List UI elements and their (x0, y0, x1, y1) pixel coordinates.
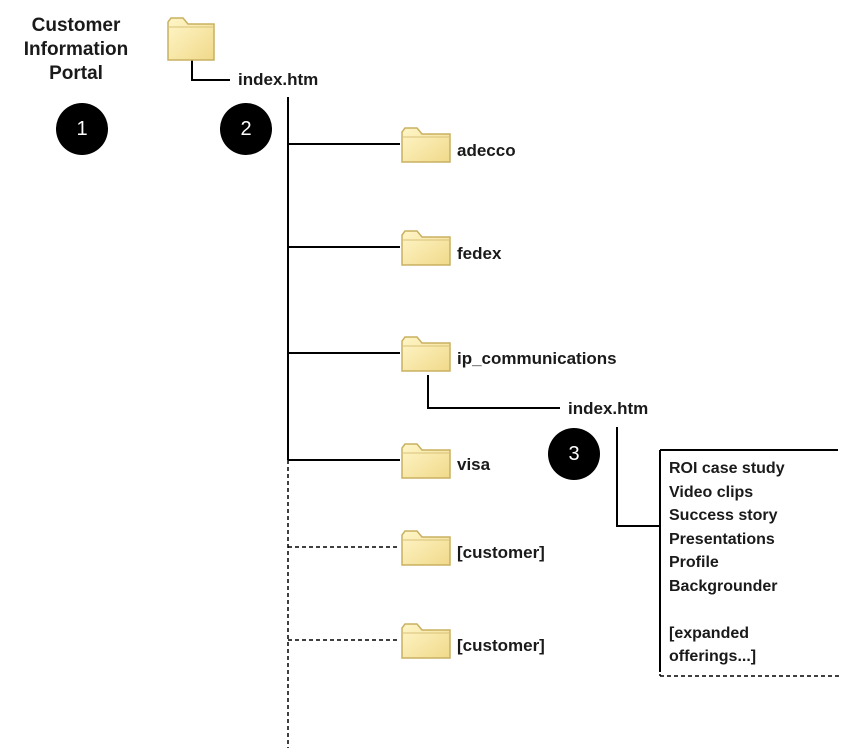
content-item: Backgrounder (669, 577, 778, 595)
content-connector (616, 427, 660, 527)
folder-icon-adecco (401, 127, 451, 163)
portal-title: Customer Information Portal (23, 15, 129, 84)
folder-icon-customer-2 (401, 623, 451, 659)
root-index-label: index.htm (238, 70, 319, 89)
folder-icon-visa (401, 443, 451, 479)
folder-label-adecco: adecco (457, 141, 516, 160)
folder-label-fedex: fedex (457, 244, 502, 263)
folder-icon-customer-1 (401, 530, 451, 566)
folder-icon-fedex (401, 230, 451, 266)
folder-icon-ip-communications (401, 336, 451, 372)
folder-label-customer-2: [customer] (457, 636, 545, 655)
content-item: Profile (669, 554, 719, 571)
root-folder-icon (167, 17, 215, 61)
sub-index-connector (427, 375, 560, 409)
marker-3: 3 (548, 428, 600, 480)
root-connector (191, 60, 230, 81)
marker-1: 1 (56, 103, 108, 155)
expanded-offerings-note: [expanded offerings...] (669, 625, 757, 665)
marker-2: 2 (220, 103, 272, 155)
content-item: Success story (669, 507, 778, 524)
folder-label-customer-1: [customer] (457, 543, 545, 562)
folder-label-ip-communications: ip_communications (457, 349, 617, 368)
folder-label-visa: visa (457, 455, 491, 474)
content-item: ROI case study (669, 460, 785, 477)
sub-index-label: index.htm (568, 399, 649, 418)
content-item: Video clips (669, 483, 754, 501)
content-item: Presentations (669, 530, 775, 548)
content-list: ROI case study Video clips Success story… (669, 457, 785, 598)
